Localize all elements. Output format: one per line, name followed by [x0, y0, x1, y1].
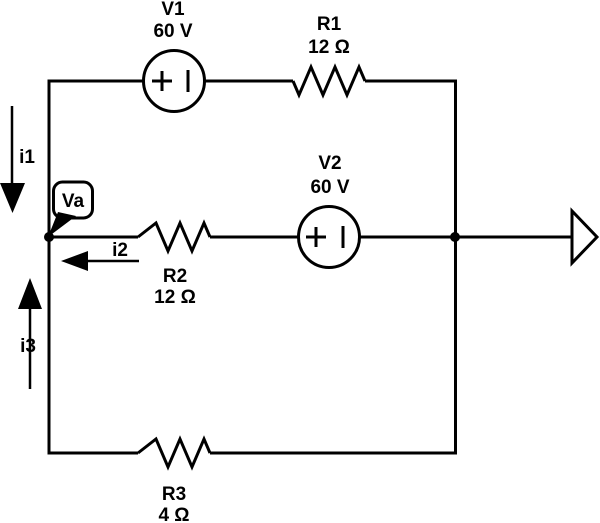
i1-current-label: i1 [19, 147, 35, 168]
v2-label: V2 [318, 153, 341, 174]
i2-current-label: i2 [112, 240, 128, 261]
output-terminal-triangle-icon [570, 207, 600, 267]
plus-terminal-icon [152, 71, 172, 91]
arrow-down-icon [0, 183, 25, 213]
callout-pointer [48, 212, 76, 237]
r3-resistor-symbol [137, 435, 212, 471]
plus-terminal-icon [306, 227, 326, 247]
v1-voltage-source-symbol [142, 49, 206, 113]
arrow-up-icon [18, 278, 42, 309]
node-dot-va [44, 232, 54, 242]
r2-value: 12 Ω [154, 287, 196, 308]
va-node-label: Va [62, 191, 85, 212]
v1-value: 60 V [153, 21, 192, 42]
r1-value: 12 Ω [308, 37, 350, 58]
v2-value: 60 V [310, 177, 349, 198]
r3-label: R3 [162, 484, 186, 505]
i3-current-arrow [18, 278, 42, 389]
v1-label: V1 [161, 0, 185, 20]
r1-resistor-symbol [291, 63, 367, 99]
i2-current-arrow [61, 251, 139, 271]
i3-current-label: i3 [20, 336, 36, 357]
va-node-callout: Va [48, 180, 94, 237]
r2-label: R2 [163, 266, 187, 287]
node-dot-right [450, 232, 460, 242]
r1-label: R1 [317, 14, 342, 35]
arrow-left-icon [61, 251, 88, 271]
v2-voltage-source-symbol [297, 205, 361, 269]
wire-segments [47, 79, 573, 455]
r3-value: 4 Ω [158, 505, 189, 523]
r2-resistor-symbol [137, 219, 212, 255]
i1-current-arrow [0, 106, 25, 213]
